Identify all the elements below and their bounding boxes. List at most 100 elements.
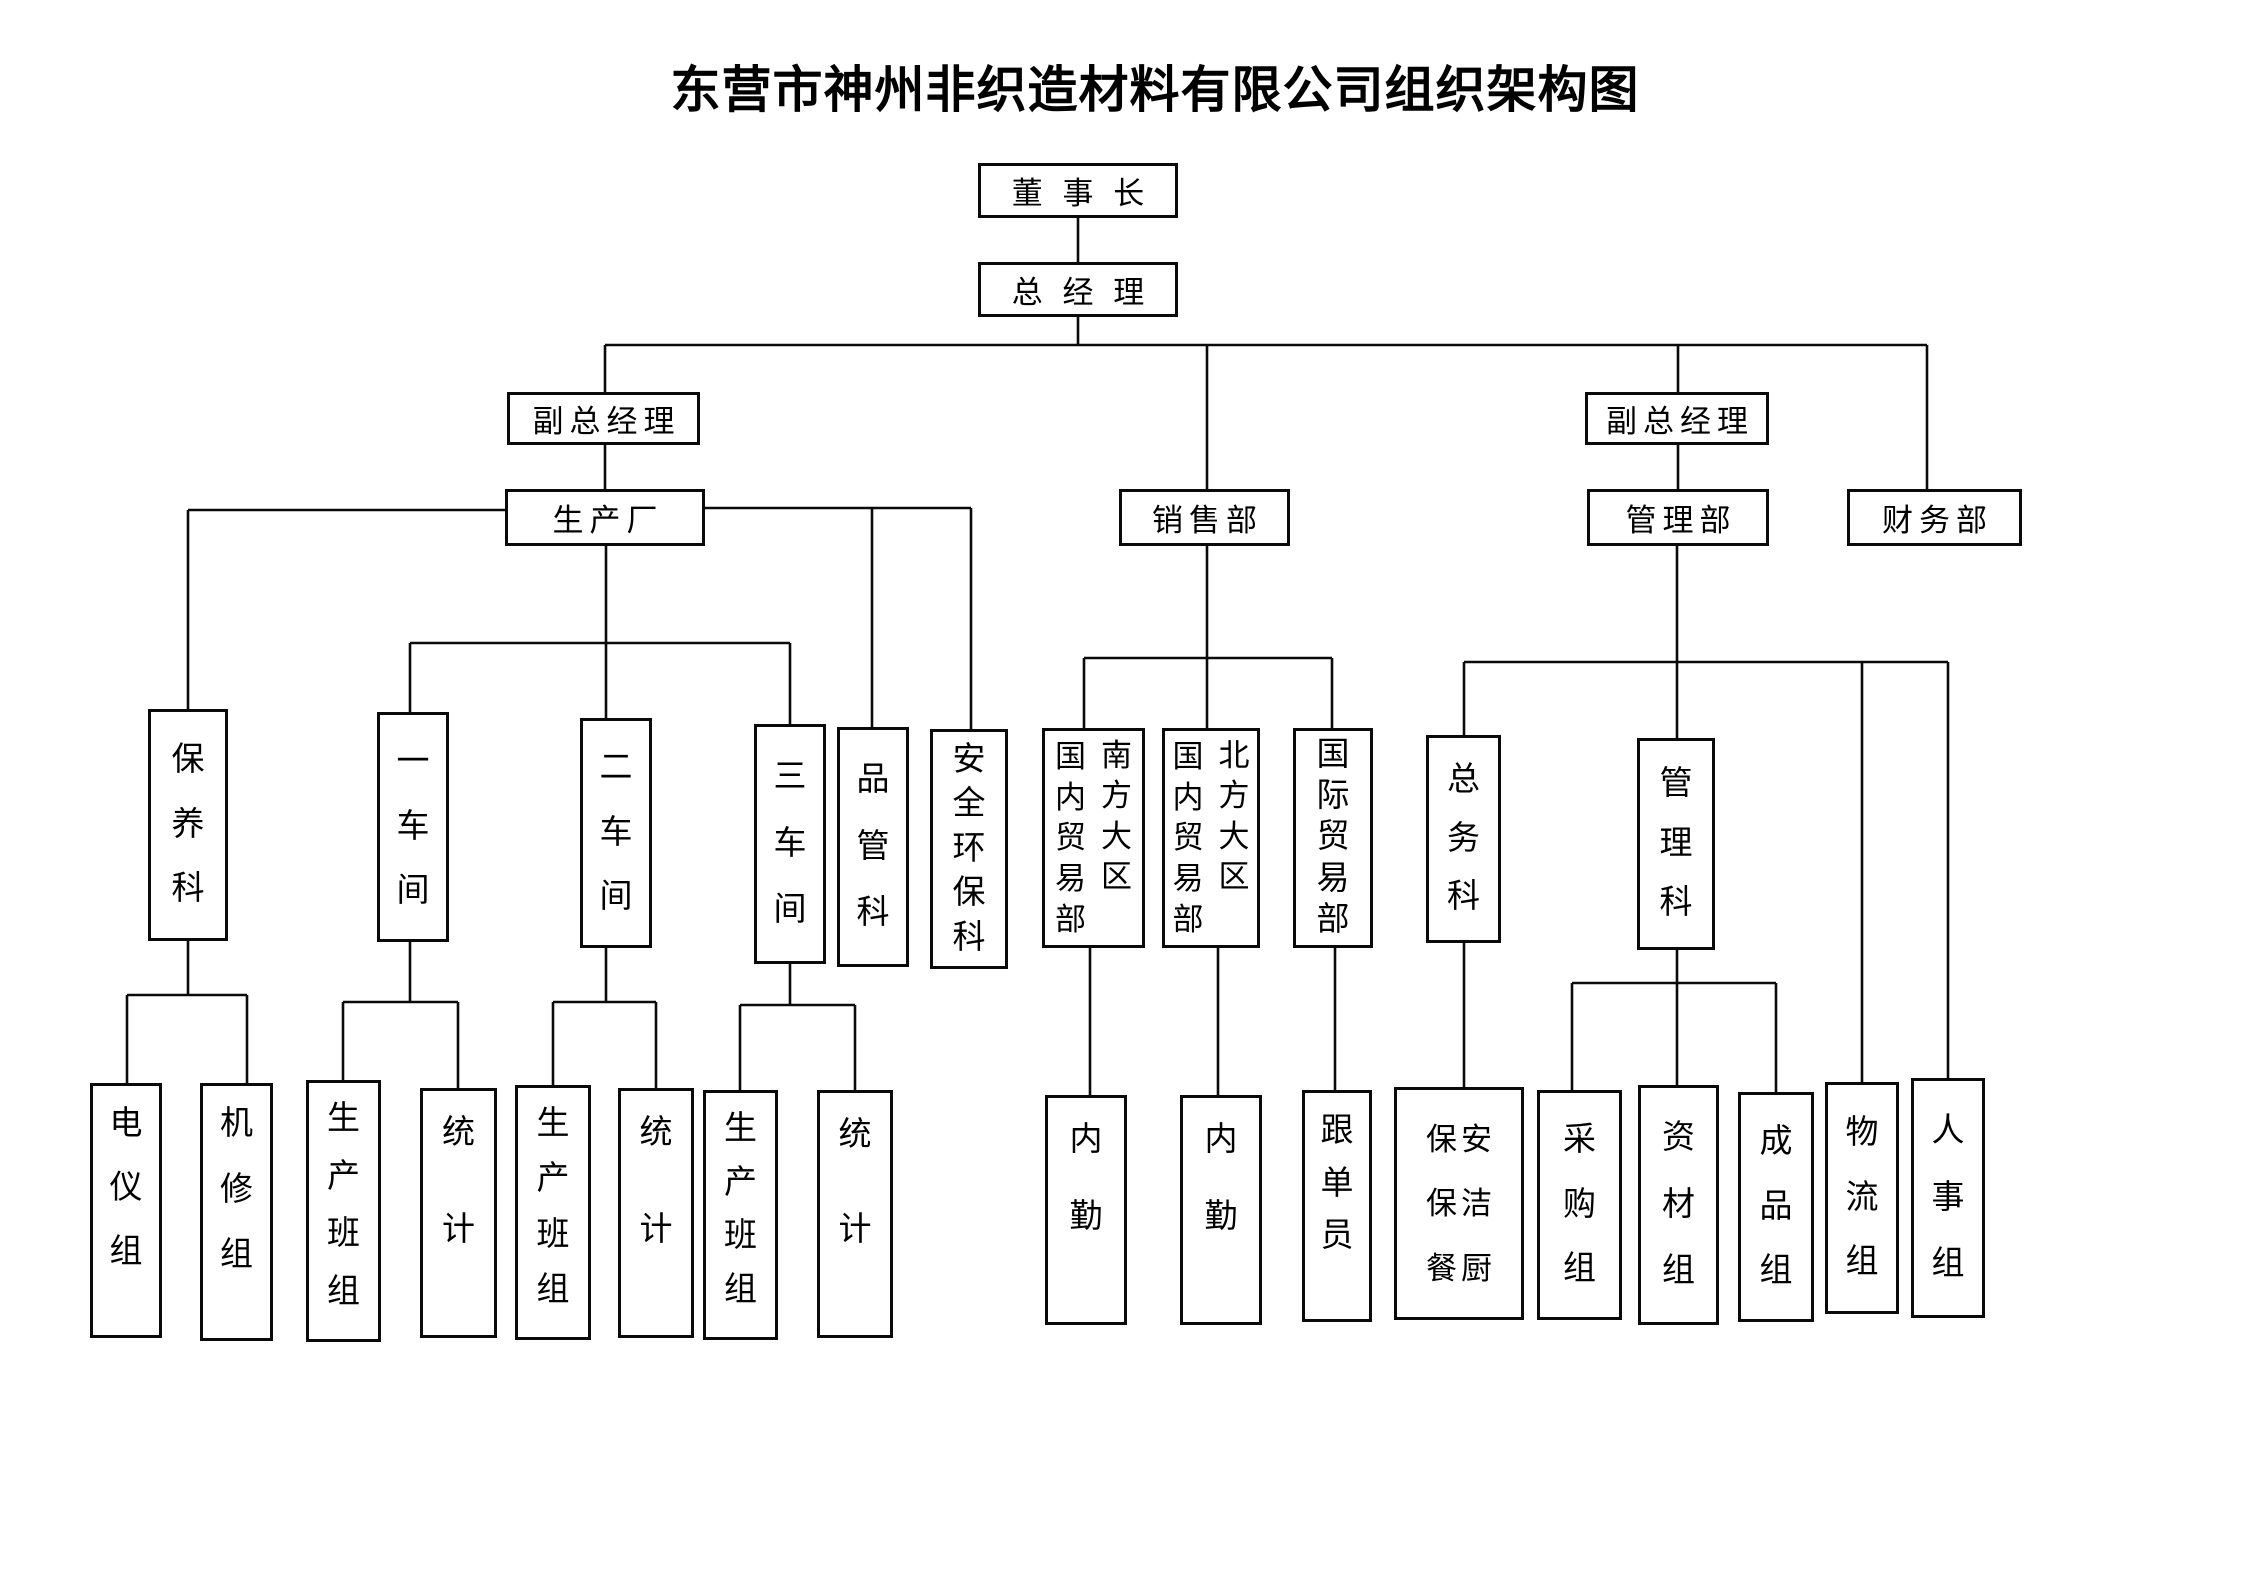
vertical-char: 跟 (1320, 1113, 1354, 1149)
vertical-char: 品 (1759, 1188, 1793, 1225)
node-management-section: 管理科 (1637, 738, 1715, 950)
vertical-char: 产 (536, 1161, 570, 1198)
node-production-team-1-label: 生产班组 (309, 1083, 378, 1339)
vertical-char: 间 (773, 892, 807, 929)
node-management-dept: 管理部 (1587, 489, 1769, 546)
node-electrical-group: 电仪组 (90, 1083, 162, 1338)
node-statistics-3: 统计 (817, 1090, 893, 1338)
vertical-char: 贸 (1172, 820, 1204, 856)
vertical-char: 部 (1172, 902, 1204, 938)
vertical-char: 大 (1101, 818, 1132, 854)
security-line-3: 餐厨 (1426, 1250, 1496, 1286)
node-production-team-3-label: 生产班组 (706, 1093, 775, 1337)
node-finance-dept-label: 财务部 (1882, 503, 1993, 538)
node-hr-group-label: 人事组 (1914, 1081, 1982, 1315)
vertical-char: 机 (220, 1106, 253, 1142)
vertical-char: 组 (327, 1273, 360, 1310)
node-machine-repair-group-label: 机修组 (203, 1086, 270, 1338)
node-finished-goods-group: 成品组 (1738, 1092, 1814, 1322)
node-quality-section: 品管科 (837, 727, 909, 967)
vertical-char: 二 (599, 750, 633, 787)
vertical-char: 管 (856, 828, 890, 865)
vertical-char: 仪 (109, 1170, 143, 1206)
vertical-char: 保 (171, 741, 205, 778)
vertical-char: 务 (1447, 820, 1480, 857)
vertical-char: 统 (838, 1117, 872, 1153)
node-materials-group-label: 资材组 (1641, 1088, 1716, 1322)
node-purchasing-group: 采购组 (1537, 1090, 1622, 1320)
node-finished-goods-group-label: 成品组 (1741, 1095, 1811, 1319)
vertical-char: 班 (536, 1216, 570, 1253)
vertical-char: 科 (171, 871, 205, 908)
vertical-char: 间 (599, 878, 633, 915)
vertical-char: 计 (838, 1212, 872, 1248)
vertical-char: 间 (396, 872, 430, 909)
node-domestic-trade-south: 国内贸易部 南方大区 (1042, 728, 1145, 948)
vertical-char: 科 (1447, 879, 1480, 916)
node-safety-env-section: 安全环保科 (930, 729, 1008, 969)
node-workshop-1: 一车间 (377, 712, 449, 942)
vertical-char: 生 (327, 1101, 360, 1137)
node-office-clerk-1-label: 内勤 (1048, 1098, 1124, 1322)
node-office-clerk-1: 内勤 (1045, 1095, 1127, 1325)
vertical-char: 内 (1069, 1122, 1103, 1158)
node-sales-dept: 销售部 (1119, 489, 1290, 546)
node-production-plant: 生产厂 (505, 489, 705, 546)
vertical-char: 购 (1563, 1186, 1596, 1223)
vertical-char: 品 (856, 761, 890, 798)
security-line-1: 保安 (1426, 1121, 1496, 1157)
vertical-char: 勤 (1069, 1199, 1103, 1235)
node-maintenance-section-label: 保养科 (151, 712, 225, 938)
vertical-char: 单 (1320, 1165, 1354, 1202)
vertical-char: 统 (442, 1115, 475, 1151)
vertical-char: 养 (171, 806, 205, 843)
vertical-char: 环 (952, 830, 986, 867)
vertical-char: 产 (327, 1158, 360, 1195)
vertical-char: 区 (1101, 858, 1132, 894)
vertical-char: 组 (1662, 1253, 1695, 1290)
vertical-char: 采 (1563, 1122, 1596, 1159)
node-intl-trade-dept: 国际贸易部 (1293, 728, 1373, 948)
node-domestic-trade-south-col-right: 南方大区 (1095, 731, 1139, 945)
vertical-char: 方 (1101, 778, 1132, 814)
vertical-char: 安 (952, 741, 986, 778)
vertical-char: 组 (1845, 1244, 1879, 1281)
vertical-char: 组 (220, 1237, 253, 1273)
node-domestic-trade-north-col-left: 国内贸易部 (1166, 731, 1210, 945)
vertical-char: 成 (1759, 1124, 1793, 1161)
vertical-char: 组 (1759, 1252, 1793, 1289)
vertical-char: 人 (1931, 1112, 1965, 1149)
node-domestic-trade-south-col-left: 国内贸易部 (1049, 731, 1093, 945)
node-chairman-label: 董 事 长 (1011, 176, 1151, 211)
node-workshop-3: 三车间 (754, 724, 826, 964)
vertical-char: 组 (536, 1271, 570, 1308)
vertical-char: 内 (1055, 779, 1086, 815)
vertical-char: 计 (639, 1212, 673, 1248)
node-statistics-2-label: 统计 (621, 1091, 691, 1335)
node-workshop-2: 二车间 (580, 718, 652, 948)
node-general-manager-label: 总 经 理 (1011, 275, 1151, 310)
node-office-clerk-2-label: 内勤 (1183, 1098, 1259, 1322)
vertical-char: 内 (1172, 779, 1204, 815)
vertical-char: 易 (1316, 860, 1350, 897)
vertical-char: 班 (327, 1216, 360, 1253)
vertical-char: 际 (1316, 778, 1350, 815)
vertical-char: 科 (1659, 885, 1693, 922)
vertical-char: 贸 (1316, 819, 1350, 856)
node-general-affairs-section: 总务科 (1426, 735, 1501, 943)
node-statistics-1-label: 统计 (423, 1091, 494, 1335)
vertical-char: 产 (724, 1164, 757, 1201)
vertical-char: 易 (1172, 861, 1204, 897)
node-maintenance-section: 保养科 (148, 709, 228, 941)
vertical-char: 易 (1055, 861, 1086, 897)
vertical-char: 组 (1931, 1246, 1965, 1283)
node-production-team-3: 生产班组 (703, 1090, 778, 1340)
vertical-char: 勤 (1204, 1199, 1238, 1235)
node-office-clerk-2: 内勤 (1180, 1095, 1262, 1325)
node-statistics-2: 统计 (618, 1088, 694, 1338)
node-electrical-group-label: 电仪组 (93, 1086, 159, 1335)
vertical-char: 计 (442, 1212, 475, 1248)
vertical-char: 生 (724, 1111, 757, 1147)
node-sales-dept-label: 销售部 (1152, 503, 1263, 538)
